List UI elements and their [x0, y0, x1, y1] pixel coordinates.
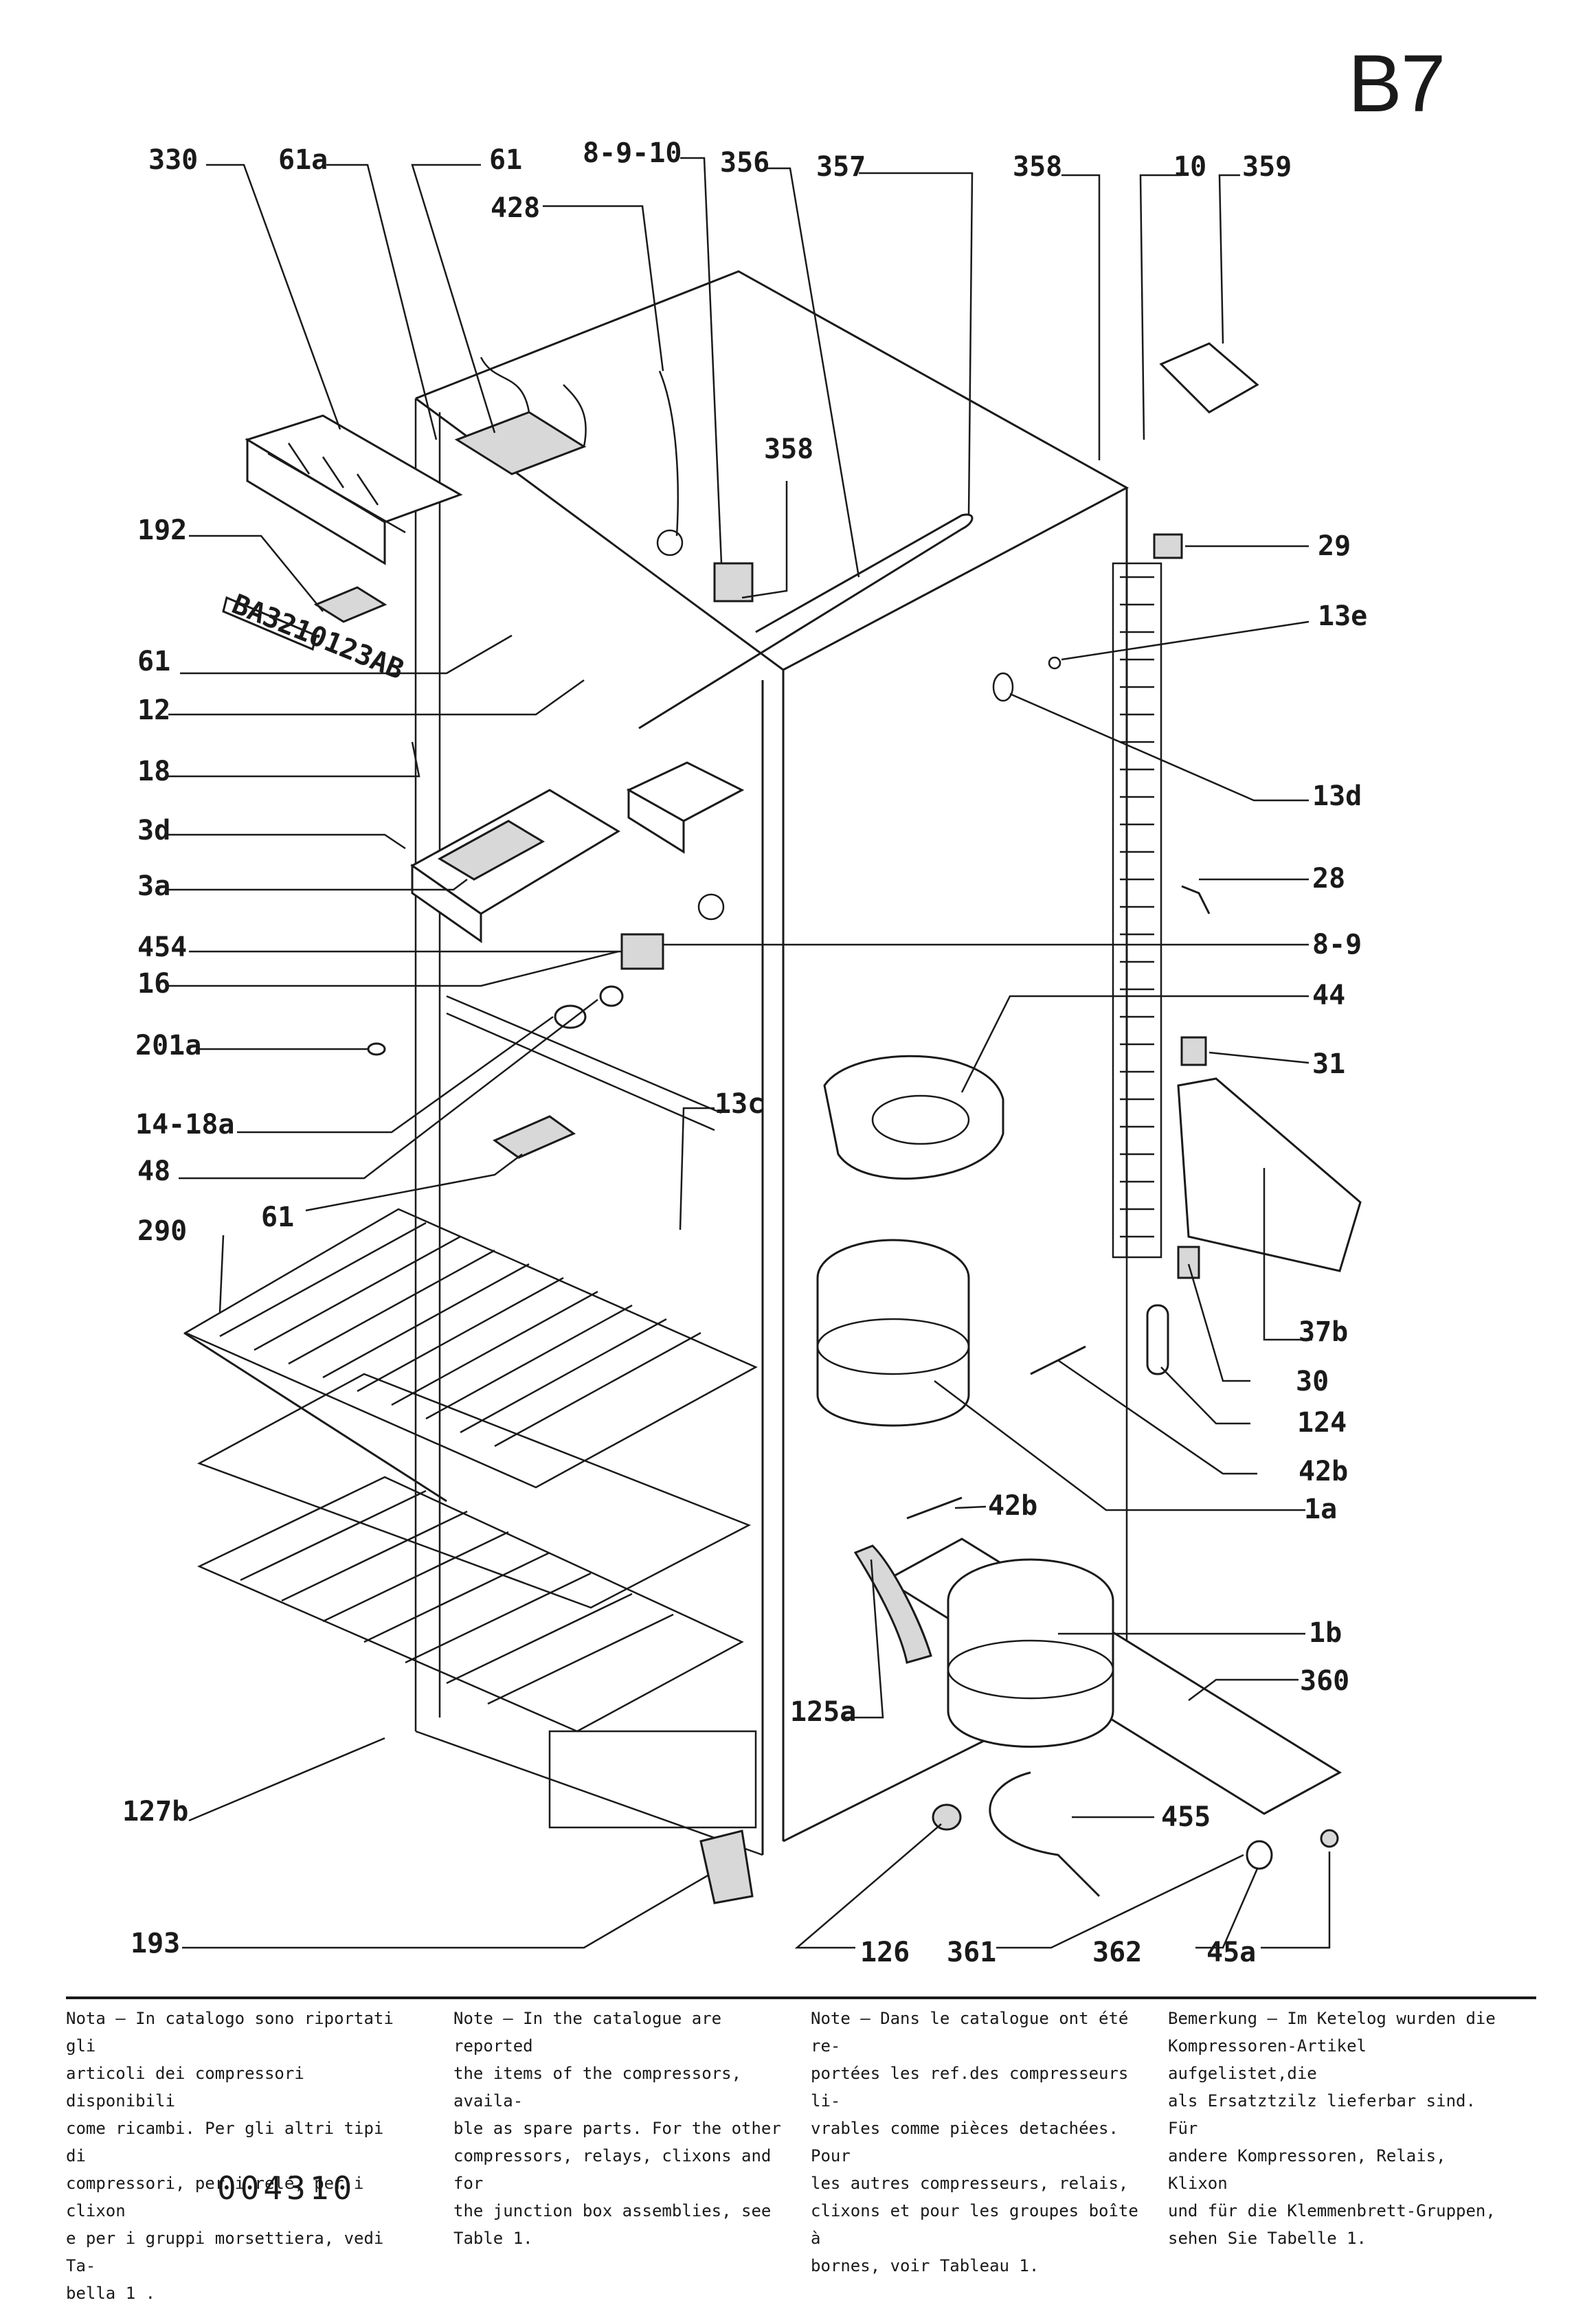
label-61-top: 61	[489, 144, 522, 176]
label-31: 31	[1312, 1048, 1345, 1080]
label-455: 455	[1161, 1801, 1211, 1833]
screw	[367, 1042, 386, 1056]
rubber-foot	[1246, 1840, 1273, 1870]
clip-30	[1177, 1246, 1200, 1279]
insulation-tube	[853, 1544, 932, 1664]
label-362: 362	[1092, 1937, 1142, 1968]
label-125a: 125a	[790, 1696, 856, 1728]
label-290: 290	[137, 1215, 187, 1247]
label-454: 454	[137, 932, 187, 963]
connector-29	[1153, 533, 1183, 559]
label-428: 428	[491, 192, 540, 224]
label-29: 29	[1318, 530, 1351, 562]
label-201a: 201a	[135, 1030, 201, 1061]
notes-divider	[66, 1996, 1536, 1999]
label-356: 356	[720, 147, 769, 179]
label-359: 359	[1242, 151, 1292, 183]
shelf-edge-rail	[183, 1331, 447, 1503]
lamp-socket	[620, 893, 725, 970]
label-10: 10	[1173, 151, 1206, 183]
document-number: 004310	[217, 2170, 357, 2207]
terminal-strip	[492, 1115, 576, 1159]
label-8-9-10: 8-9-10	[583, 137, 682, 169]
label-127b: 127b	[122, 1796, 188, 1827]
condenser-strip	[1112, 562, 1162, 1259]
label-358-top: 358	[1013, 151, 1062, 183]
clixon-center	[906, 1496, 963, 1520]
ice-tray	[245, 414, 463, 565]
note-french: Note – Dans le catalogue ont été re- por…	[811, 2009, 1138, 2275]
cover-359	[1159, 342, 1259, 414]
label-8-9: 8-9	[1312, 929, 1362, 960]
power-cord	[989, 1771, 1101, 1898]
compressor-1b	[884, 1538, 1342, 1815]
compressor-1a	[816, 1239, 970, 1427]
label-3a: 3a	[137, 870, 170, 902]
note-italian: Nota – In catalogo sono riportati gli ar…	[66, 2009, 394, 2303]
label-14-18a: 14-18a	[135, 1109, 235, 1140]
control-panel	[410, 789, 620, 943]
label-1b: 1b	[1309, 1617, 1342, 1649]
part-labels: 330 61a 61 8-9-10 356 357 358 10 359 428…	[122, 137, 1367, 1968]
label-360: 360	[1300, 1665, 1349, 1697]
terminal-board	[454, 357, 587, 475]
label-30: 30	[1296, 1366, 1329, 1397]
label-357: 357	[816, 151, 866, 183]
label-192: 192	[137, 515, 187, 546]
capillary-wire	[658, 370, 679, 537]
washer-13e	[1048, 656, 1061, 670]
refrigerator-cabinet	[414, 270, 1129, 1856]
label-16: 16	[137, 968, 170, 1000]
exploded-parts-diagram: BA3210123AB	[122, 137, 1367, 1968]
label-61-left: 61	[137, 646, 170, 677]
wire-shelf-upper	[183, 1208, 758, 1489]
cover-37b	[1177, 1077, 1362, 1272]
wire-shelf-lower	[196, 1373, 752, 1733]
label-13e: 13e	[1318, 600, 1367, 632]
label-45a: 45a	[1206, 1937, 1256, 1968]
thermostat	[656, 529, 754, 603]
spacer	[1320, 1829, 1339, 1848]
label-3d: 3d	[137, 815, 170, 846]
label-28: 28	[1312, 863, 1345, 894]
label-330: 330	[148, 144, 198, 176]
evaporator-tube	[638, 513, 974, 730]
tube-28	[1181, 885, 1211, 914]
base-foot	[548, 1730, 757, 1904]
page-code: B7	[1348, 38, 1446, 129]
note-english: Note – In the catalogue are reported the…	[453, 2009, 781, 2248]
label-37b: 37b	[1299, 1316, 1348, 1348]
label-61-low: 61	[261, 1202, 294, 1233]
label-193: 193	[131, 1928, 180, 1959]
label-126: 126	[860, 1937, 910, 1968]
label-13c: 13c	[715, 1088, 764, 1120]
label-42b-right: 42b	[1299, 1456, 1348, 1487]
label-48: 48	[137, 1156, 170, 1187]
label-18: 18	[137, 756, 170, 787]
label-44: 44	[1312, 980, 1345, 1011]
grommet	[932, 1803, 962, 1831]
leader-lines	[165, 157, 1331, 1949]
plug-31	[1180, 1036, 1207, 1066]
bulb-holder	[554, 985, 624, 1029]
label-124: 124	[1297, 1407, 1347, 1439]
label-61a: 61a	[278, 144, 328, 176]
lamp-box	[313, 586, 387, 623]
vent-lid	[626, 761, 745, 854]
note-german: Bemerkung – Im Ketelog wurden die Kompre…	[1168, 2009, 1496, 2248]
label-42b-center: 42b	[988, 1490, 1037, 1522]
bracket-13d	[992, 672, 1014, 702]
label-12: 12	[137, 695, 170, 726]
label-358-mid: 358	[764, 434, 813, 465]
label-13d: 13d	[1312, 780, 1362, 812]
label-361: 361	[947, 1937, 996, 1968]
label-1a: 1a	[1304, 1494, 1337, 1525]
filter-124	[1146, 1304, 1169, 1375]
drip-tray	[823, 1055, 1004, 1180]
